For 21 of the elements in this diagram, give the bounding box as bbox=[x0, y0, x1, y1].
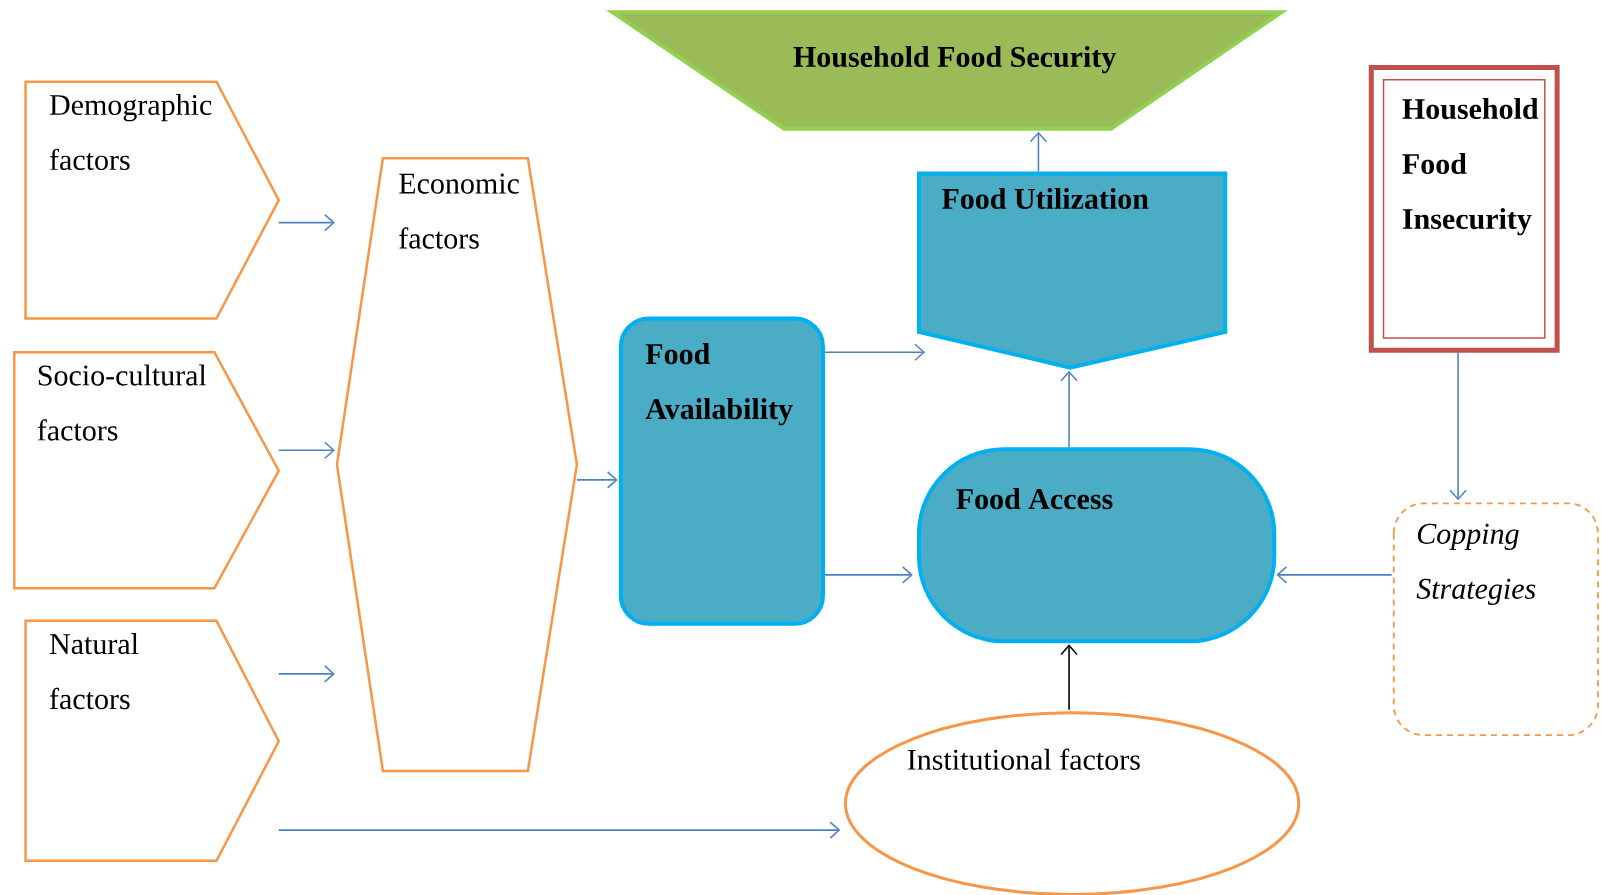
arrow bbox=[576, 470, 618, 489]
arrow bbox=[1060, 370, 1078, 448]
arrow bbox=[277, 821, 841, 839]
framed-box: Household Food Insecurity bbox=[1368, 64, 1560, 353]
process-box: Food Availability bbox=[618, 316, 825, 626]
arrow bbox=[277, 664, 335, 683]
arrow bbox=[277, 441, 335, 459]
pentagon-box: Natural factors bbox=[24, 619, 281, 862]
pentagon-box: Socio-cultural factors bbox=[13, 350, 281, 590]
arrow bbox=[1060, 644, 1078, 711]
pentagon-box: Food Utilization bbox=[916, 171, 1228, 370]
arrow bbox=[277, 213, 335, 232]
pentagon-box: Demographic factors bbox=[24, 80, 281, 320]
arrow bbox=[1276, 565, 1393, 584]
hexagon-box: Economic factors bbox=[335, 156, 579, 772]
arrow bbox=[824, 565, 913, 584]
rounded-box: Food Access bbox=[916, 447, 1277, 643]
dashed-box: Copping Strategies bbox=[1392, 502, 1599, 736]
arrow bbox=[1029, 131, 1048, 173]
arrow bbox=[824, 343, 926, 361]
arrow bbox=[1449, 351, 1467, 501]
